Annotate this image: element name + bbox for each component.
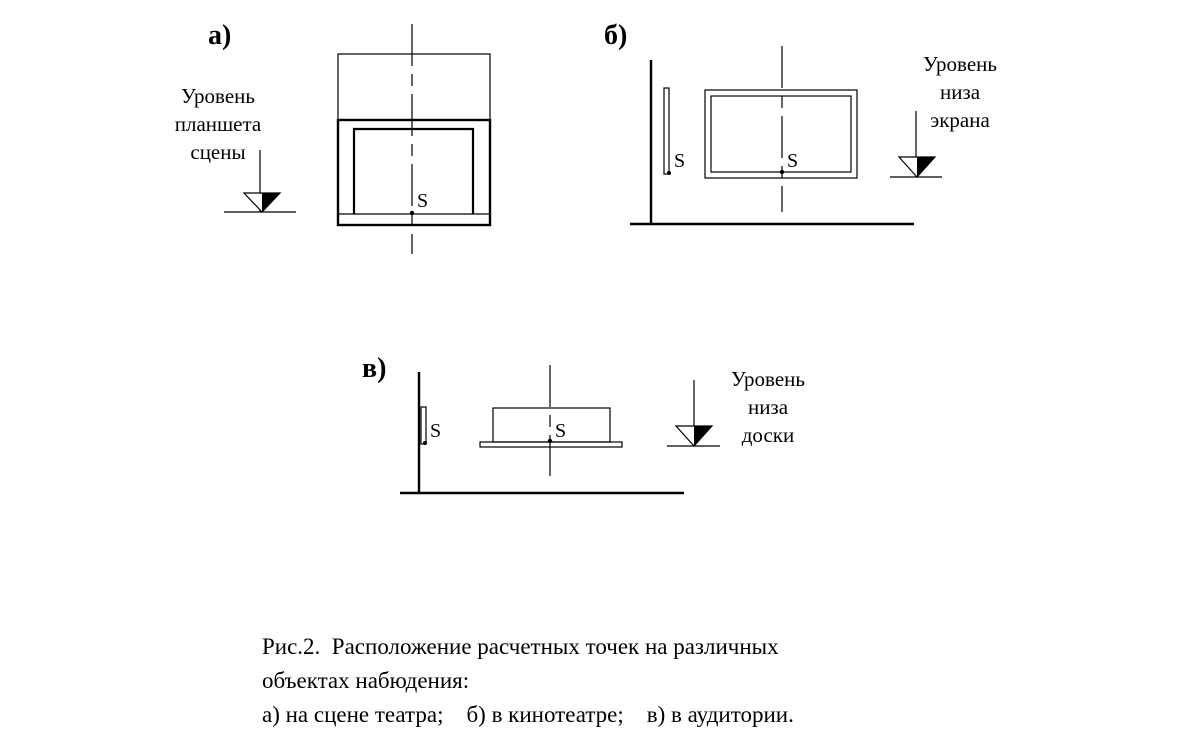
figure-caption: Рис.2. Расположение расчетных точек на р…	[262, 630, 794, 732]
panel-v: в) S S Уровень низа доски	[362, 353, 805, 495]
panel-b: б) S S Уровень низа экрана	[604, 20, 997, 226]
panel-v-level-line-1: Уровень	[731, 367, 805, 391]
caption-line-2: объектах набюдения:	[262, 668, 470, 693]
panel-v-side-point-label: S	[430, 420, 441, 442]
panel-b-level-line-3: экрана	[930, 108, 990, 132]
panel-b-label: б)	[604, 20, 627, 51]
panel-b-side-screen	[663, 87, 670, 175]
panel-b-screen	[704, 89, 858, 179]
panel-v-level-line-2: низа	[748, 395, 789, 419]
panel-a-point-label: S	[417, 190, 428, 212]
panel-b-point	[779, 169, 785, 175]
panel-v-level-marker	[667, 380, 720, 447]
panel-a-label: а)	[208, 20, 231, 51]
caption-line-3: а) на сцене театра; б) в кинотеатре; в) …	[262, 702, 794, 727]
panel-a-level-line-1: Уровень	[181, 84, 255, 108]
panel-v-point	[547, 438, 553, 444]
panel-b-side-point-label: S	[674, 150, 685, 172]
panel-b-point-label: S	[787, 150, 798, 172]
panel-b-level-marker	[890, 111, 942, 178]
caption-line-1: Рис.2. Расположение расчетных точек на р…	[262, 634, 779, 659]
panel-v-side-point	[423, 441, 427, 445]
panel-a-point	[409, 210, 415, 216]
panel-v-level-line-3: доски	[742, 423, 794, 447]
panel-b-level-line-1: Уровень	[923, 52, 997, 76]
panel-a: а) Уровень планшета сцены S	[175, 20, 492, 254]
panel-b-side-point	[667, 171, 671, 175]
panel-a-level-line-3: сцены	[190, 140, 245, 164]
panel-v-side-board	[420, 406, 427, 445]
panel-a-stage-portal	[336, 53, 492, 227]
panel-a-level-marker	[224, 150, 296, 213]
panel-a-level-line-2: планшета	[175, 112, 262, 136]
panel-v-label: в)	[362, 353, 386, 384]
panel-b-level-line-2: низа	[940, 80, 981, 104]
panel-v-point-label: S	[555, 420, 566, 442]
